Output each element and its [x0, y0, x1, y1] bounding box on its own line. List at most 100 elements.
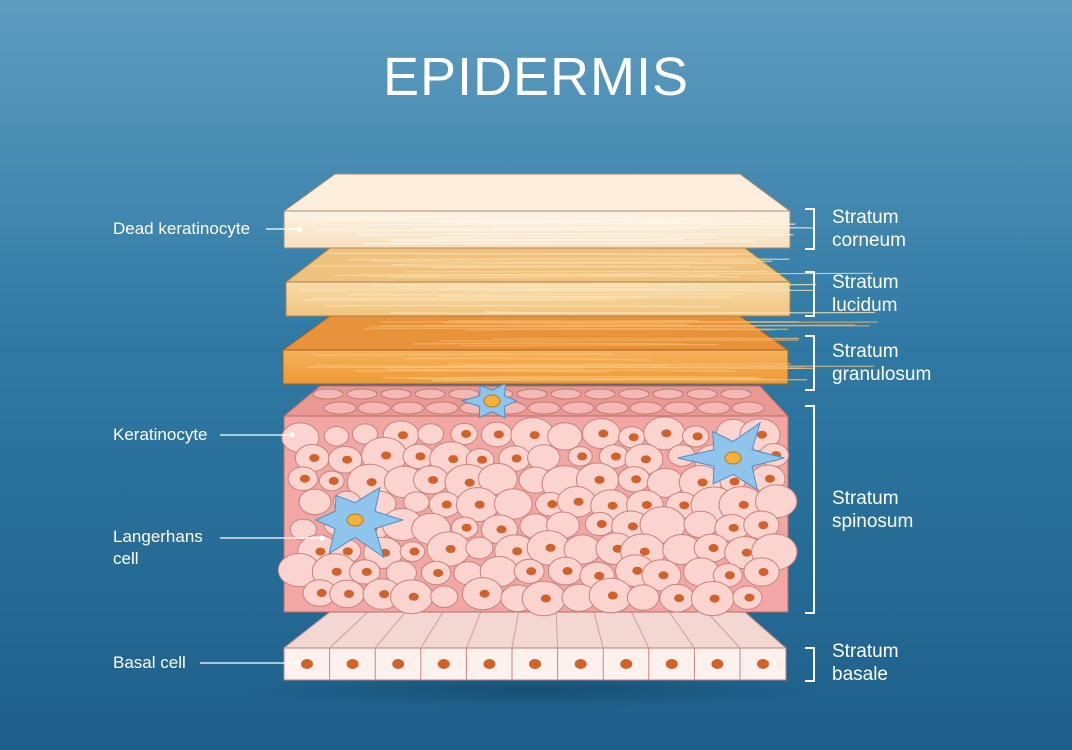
layer-stratum-basale: [282, 611, 788, 681]
keratinocyte: [720, 388, 752, 400]
base-shadow: [245, 672, 825, 708]
nucleus: [526, 567, 537, 576]
texture-streak: [356, 233, 794, 236]
nucleus: [331, 567, 342, 576]
nucleus: [692, 432, 703, 441]
keratinocyte: [516, 388, 548, 400]
label-keratinocyte: Keratinocyte: [113, 425, 208, 444]
label-line: Stratum: [832, 341, 899, 362]
texture-streak: [409, 220, 681, 223]
label-dead-keratinocyte: Dead keratinocyte: [113, 219, 251, 238]
nucleus: [409, 547, 420, 556]
nucleus: [697, 478, 708, 487]
nucleus: [547, 500, 558, 509]
nucleus: [511, 454, 522, 463]
layer-brackets: [805, 208, 815, 682]
nucleus: [441, 500, 452, 509]
keratinocyte: [697, 401, 731, 415]
texture-streak: [394, 240, 755, 243]
nucleus: [448, 455, 459, 464]
texture-streak: [390, 238, 683, 241]
cell-wall: [631, 611, 650, 649]
nucleus: [596, 520, 607, 529]
keratinocyte: [626, 584, 660, 611]
keratinocyte: [686, 388, 718, 400]
cell-wall: [465, 611, 482, 649]
texture-streak: [326, 304, 720, 308]
nucleus: [577, 452, 588, 461]
nucleus: [661, 429, 672, 438]
texture-streak: [310, 217, 744, 221]
basal-nucleus: [346, 659, 359, 669]
nucleus: [764, 474, 775, 483]
texture-streak: [315, 364, 667, 368]
keratinocyte: [652, 388, 684, 400]
leader-lines: [200, 226, 325, 666]
texture-streak: [391, 262, 756, 266]
nucleus: [461, 429, 472, 438]
label-line: basale: [832, 664, 888, 685]
nucleus: [464, 478, 475, 487]
texture-streak: [423, 258, 790, 261]
texture-streak: [450, 363, 791, 366]
keratinocyte: [448, 388, 480, 400]
nucleus: [573, 497, 584, 506]
keratinocyte: [417, 423, 445, 445]
keratinocyte: [561, 401, 595, 415]
nucleus: [461, 523, 472, 532]
keratinocyte: [629, 401, 663, 415]
texture-streak: [310, 296, 649, 300]
basal-nucleus: [574, 659, 587, 669]
nucleus: [342, 547, 353, 556]
texture-streak: [466, 289, 714, 293]
texture-streak: [431, 379, 808, 382]
nucleus: [479, 589, 490, 598]
texture-streak: [491, 226, 815, 229]
diagram-title: EPIDERMIS: [382, 47, 690, 107]
keratinocyte: [527, 401, 561, 415]
texture-streak: [425, 324, 856, 327]
nucleus: [598, 429, 609, 438]
label-line: Stratum: [832, 641, 899, 662]
basal-nucleus: [437, 659, 450, 669]
label-line: Stratum: [832, 272, 899, 293]
nucleus: [477, 455, 488, 464]
keratinocyte: [493, 488, 533, 520]
nucleus: [631, 475, 642, 484]
texture-streak: [364, 327, 789, 330]
keratinocyte: [346, 388, 378, 400]
nucleus: [381, 451, 392, 460]
keratinocyte: [391, 401, 425, 415]
texture-streak: [432, 265, 691, 269]
keratinocyte: [323, 426, 350, 447]
keratinocyte: [430, 585, 459, 608]
nucleus: [741, 548, 752, 557]
texture-streak: [441, 339, 799, 342]
nucleus: [728, 523, 739, 532]
nucleus: [328, 476, 339, 485]
nucleus: [639, 547, 650, 556]
nucleus: [496, 525, 507, 534]
langerhans-nucleus: [724, 451, 742, 465]
nucleus: [529, 431, 540, 440]
keratinocyte: [584, 388, 616, 400]
langerhans-nucleus: [483, 394, 501, 408]
texture-streak: [437, 295, 731, 298]
texture-streak: [346, 293, 745, 296]
nucleus: [316, 589, 327, 598]
layer-stratum-corneum: [282, 173, 792, 249]
nucleus: [379, 590, 390, 599]
cell-wall: [668, 611, 695, 649]
nucleus: [408, 592, 419, 601]
basal-nucleus: [301, 659, 313, 669]
nucleus: [315, 547, 326, 556]
keratinocyte: [414, 388, 446, 400]
nucleus: [607, 501, 618, 510]
texture-streak: [383, 377, 764, 380]
nucleus: [610, 452, 621, 461]
keratinocyte: [547, 422, 583, 451]
